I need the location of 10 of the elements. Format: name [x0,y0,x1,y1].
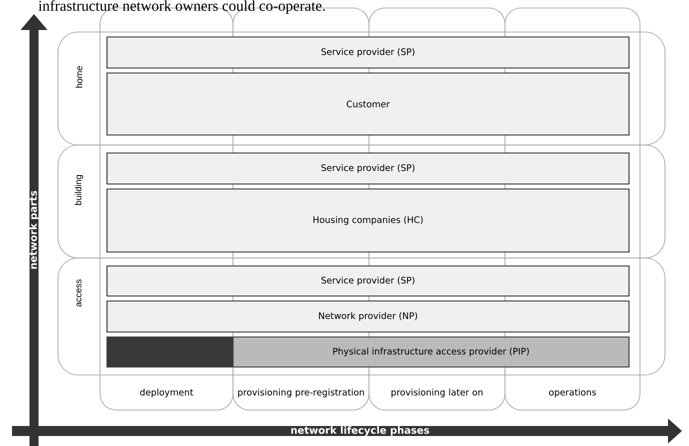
role-box: Service provider (SP) [106,36,630,69]
axis-label: network lifecycle phases [291,426,430,436]
role-box: Housing companies (HC) [106,188,630,253]
axis-label: network parts [29,190,39,269]
role-box: Service provider (SP) [106,265,630,297]
role-box: Customer [106,72,630,136]
role-box: Service provider (SP) [106,152,630,185]
role-box: Physical infrastructure access provider (PIP) [232,336,630,368]
filled-box [106,336,234,368]
role-box: Network provider (NP) [106,300,630,333]
